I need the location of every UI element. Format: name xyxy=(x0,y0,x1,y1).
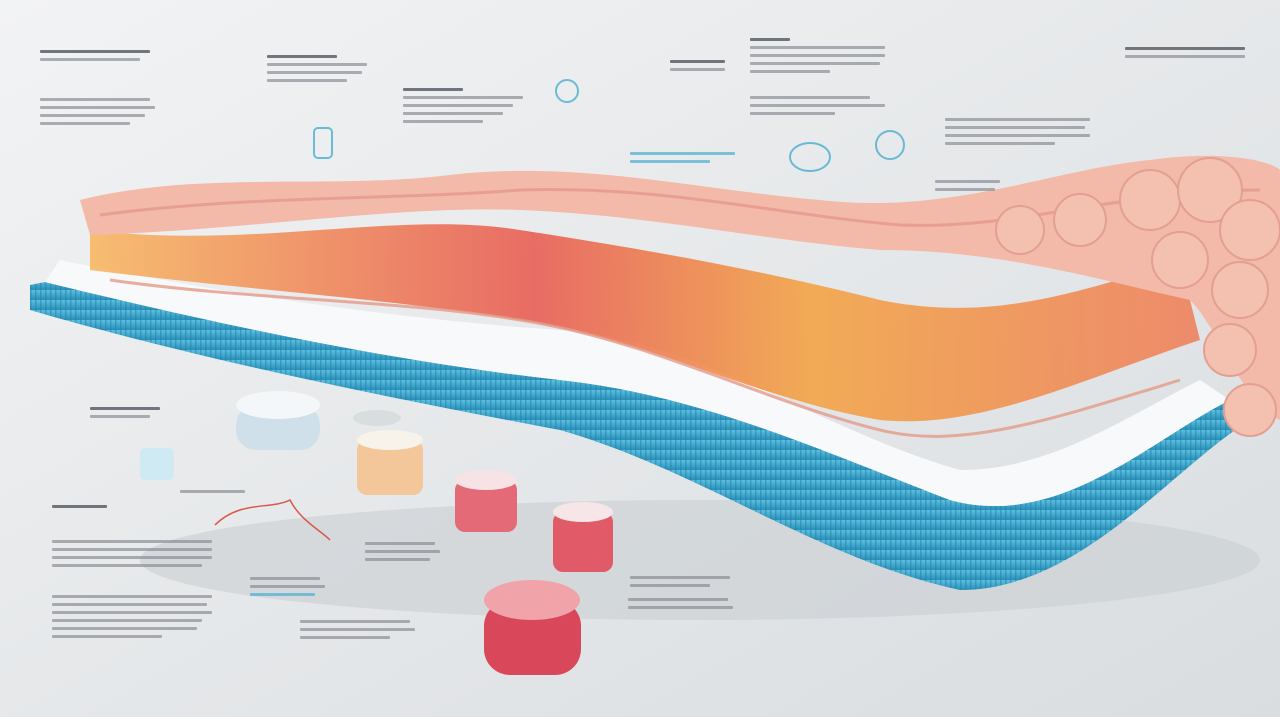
annotation-block xyxy=(1125,47,1255,63)
nerve-fiber-icon xyxy=(214,498,331,541)
annotation-block xyxy=(403,88,533,128)
annotation-block xyxy=(300,620,420,644)
annotation-block xyxy=(365,542,445,566)
tablet-pink-medium xyxy=(553,502,613,572)
lens-icon xyxy=(875,130,905,160)
cell-icon xyxy=(555,79,579,103)
annotation-block xyxy=(750,96,890,120)
annotation-block xyxy=(52,540,217,572)
annotation-block xyxy=(935,180,1005,196)
vial-outline-icon xyxy=(313,127,333,159)
capsule-icon xyxy=(789,142,831,172)
tablet-white xyxy=(236,391,320,450)
vial-icon xyxy=(140,448,174,480)
annotation-block xyxy=(630,576,740,592)
annotation-block xyxy=(630,152,740,168)
muscle-layer xyxy=(90,224,1200,422)
white-layer xyxy=(45,260,1230,507)
tablet-pink-small xyxy=(455,470,517,532)
annotation-block xyxy=(267,55,377,87)
annotation-block xyxy=(750,38,890,78)
annotation-block xyxy=(250,577,330,601)
annotation-block xyxy=(90,407,170,423)
annotation-block xyxy=(40,50,160,66)
annotation-block xyxy=(180,490,250,498)
annotation-block xyxy=(40,98,160,130)
annotation-block xyxy=(52,505,112,513)
annotation-block xyxy=(628,598,738,614)
annotation-block xyxy=(670,60,730,76)
capsule-cream xyxy=(353,410,423,495)
annotation-block xyxy=(945,118,1095,150)
blue-membrane xyxy=(30,282,1250,590)
tablet-red-large xyxy=(484,580,581,675)
annotation-block xyxy=(52,595,217,643)
